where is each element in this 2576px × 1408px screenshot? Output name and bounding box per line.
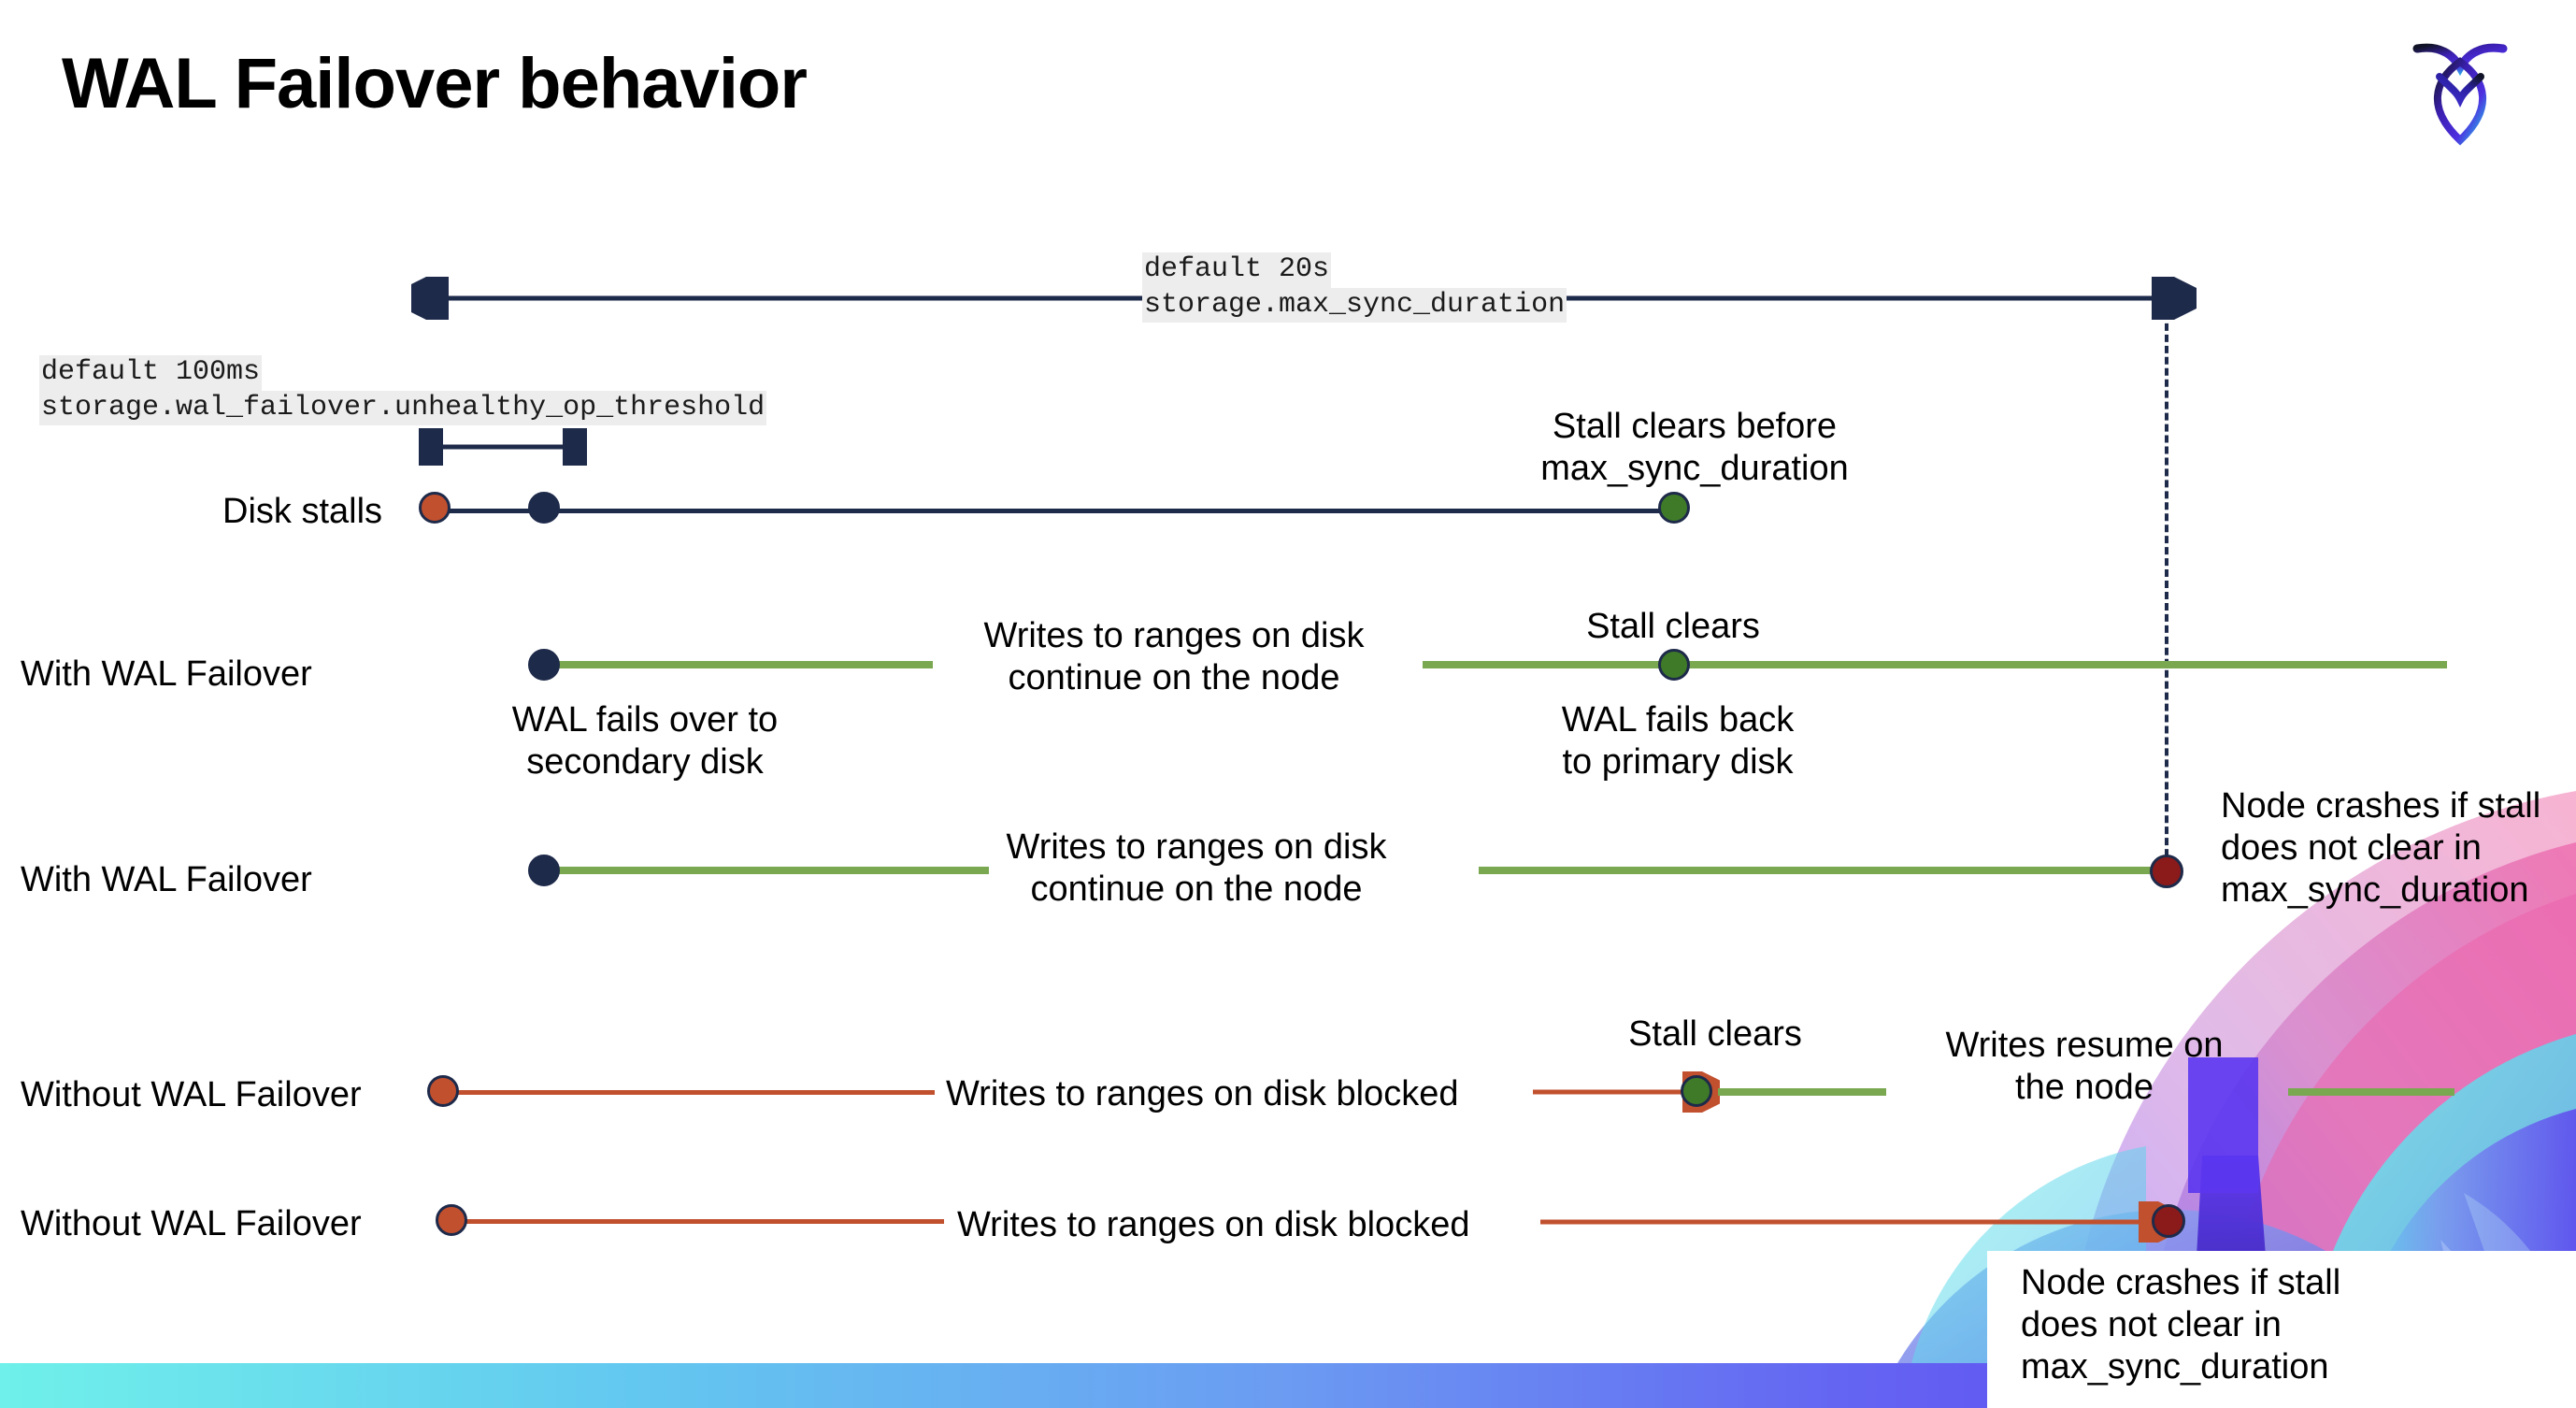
note-writes-resume: Writes resume on the node [1945,1026,2224,1107]
row-label-disk-stalls: Disk stalls [222,492,383,531]
unhealthy-default-text: default 100ms [39,355,263,391]
without-wal-failover-1-clear-marker [1681,1075,1712,1107]
without-wal-failover-2-blocked-arrow [1540,1201,2176,1243]
row-label-without-wal-failover-1: Without WAL Failover [21,1075,362,1114]
row-label-without-wal-failover-2: Without WAL Failover [21,1204,362,1243]
note-node-crashes-1: Node crashes if stall does not clear in … [2221,786,2541,910]
max-sync-setting-text: storage.max_sync_duration [1142,287,1567,323]
without-wal-failover-1-blocked-arrow [1533,1071,1720,1113]
note-writes-blocked-2: Writes to ranges on disk blocked [957,1205,1470,1244]
unhealthy-setting-text: storage.wal_failover.unhealthy_op_thresh… [39,390,767,425]
note-stall-clears-2: Stall clears [1628,1014,1802,1054]
disk-stalls-timeline [439,509,1675,513]
max-sync-duration-label: default 20s storage.max_sync_duration [1142,252,1567,323]
unhealthy-op-threshold-label: default 100ms storage.wal_failover.unhea… [39,355,767,425]
disk-stall-start-marker [419,492,451,524]
max-sync-duration-dashed-guide [2165,301,2168,879]
without-wal-failover-2-start-marker [436,1204,467,1236]
note-node-crashes-2: Node crashes if stall does not clear in … [2021,1263,2341,1386]
note-stall-clears-1: Stall clears [1586,607,1760,646]
without-wal-failover-2-blocked-segment-a [458,1219,944,1224]
note-writes-blocked-1: Writes to ranges on disk blocked [946,1074,1459,1113]
with-wal-failover-1-start-marker [528,649,560,681]
unhealthy-op-threshold-span-arrow [419,428,587,466]
with-wal-failover-2-segment-b [1479,867,2170,874]
with-wal-failover-2-start-marker [528,855,560,886]
wal-failover-trigger-marker [528,492,560,524]
node-crash-marker-1 [2150,855,2183,888]
row-label-with-wal-failover-1: With WAL Failover [21,654,312,694]
note-stall-clears-before-max-sync: Stall clears before max_sync_duration [1540,407,1849,488]
without-wal-failover-1-blocked-segment-a [449,1090,935,1095]
without-wal-failover-1-start-marker [427,1075,459,1107]
note-writes-continue-1: Writes to ranges on disk continue on the… [983,616,1365,697]
disk-stall-clear-marker [1658,492,1690,524]
cockroachdb-logo-icon [2408,28,2512,148]
with-wal-failover-1-segment-a [542,661,933,668]
max-sync-default-text: default 20s [1142,252,1332,288]
with-wal-failover-1-segment-b [1423,661,2447,668]
note-writes-continue-2: Writes to ranges on disk continue on the… [1006,827,1387,909]
note-wal-fails-back: WAL fails back to primary disk [1561,700,1795,782]
without-wal-failover-1-resume-segment [1718,1088,1886,1096]
row-label-with-wal-failover-2: With WAL Failover [21,860,312,899]
node-crash-marker-2 [2152,1204,2185,1238]
note-wal-fails-over: WAL fails over to secondary disk [511,700,779,782]
with-wal-failover-1-clear-marker [1658,649,1690,681]
without-wal-failover-1-resume-segment-b [2288,1088,2454,1096]
with-wal-failover-2-segment-a [542,867,989,874]
page-title: WAL Failover behavior [62,44,808,123]
